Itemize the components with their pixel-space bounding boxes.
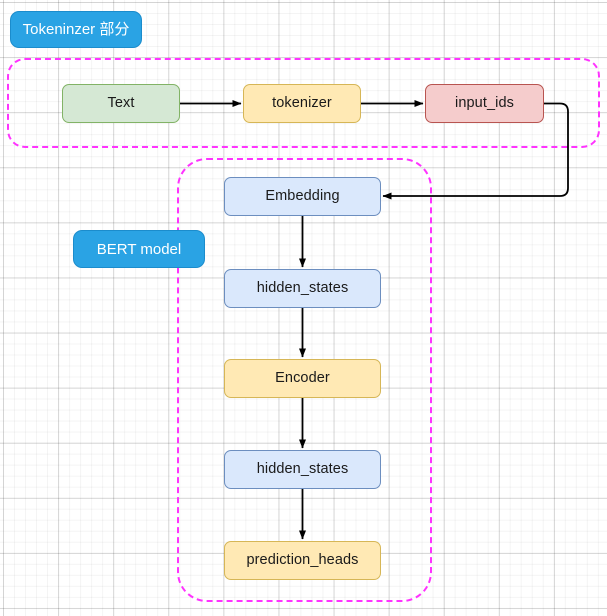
node-encoder[interactable]: Encoder <box>224 359 381 398</box>
group-boundary-bert-model <box>177 158 432 602</box>
badge-bert-model[interactable]: BERT model <box>73 230 205 268</box>
node-tokenizer-label: tokenizer <box>272 95 332 112</box>
node-input-ids[interactable]: input_ids <box>425 84 544 123</box>
node-input-ids-label: input_ids <box>455 95 514 112</box>
node-embedding-label: Embedding <box>265 188 340 205</box>
badge-tokenizer-label: Tokeninzer 部分 <box>22 21 130 38</box>
node-text-label: Text <box>107 95 135 112</box>
badge-bert-model-label: BERT model <box>96 240 182 258</box>
node-hidden-states-1-label: hidden_states <box>256 280 349 297</box>
badge-tokenizer-section[interactable]: Tokeninzer 部分 <box>10 11 142 48</box>
node-text[interactable]: Text <box>62 84 180 123</box>
node-embedding[interactable]: Embedding <box>224 177 381 216</box>
group-boundary-tokenizer <box>7 58 600 148</box>
node-tokenizer[interactable]: tokenizer <box>243 84 361 123</box>
node-encoder-label: Encoder <box>275 370 330 387</box>
node-hidden-states-2[interactable]: hidden_states <box>224 450 381 489</box>
node-prediction-heads[interactable]: prediction_heads <box>224 541 381 580</box>
node-hidden-states-1[interactable]: hidden_states <box>224 269 381 308</box>
node-prediction-heads-label: prediction_heads <box>246 552 359 569</box>
node-hidden-states-2-label: hidden_states <box>256 461 349 478</box>
